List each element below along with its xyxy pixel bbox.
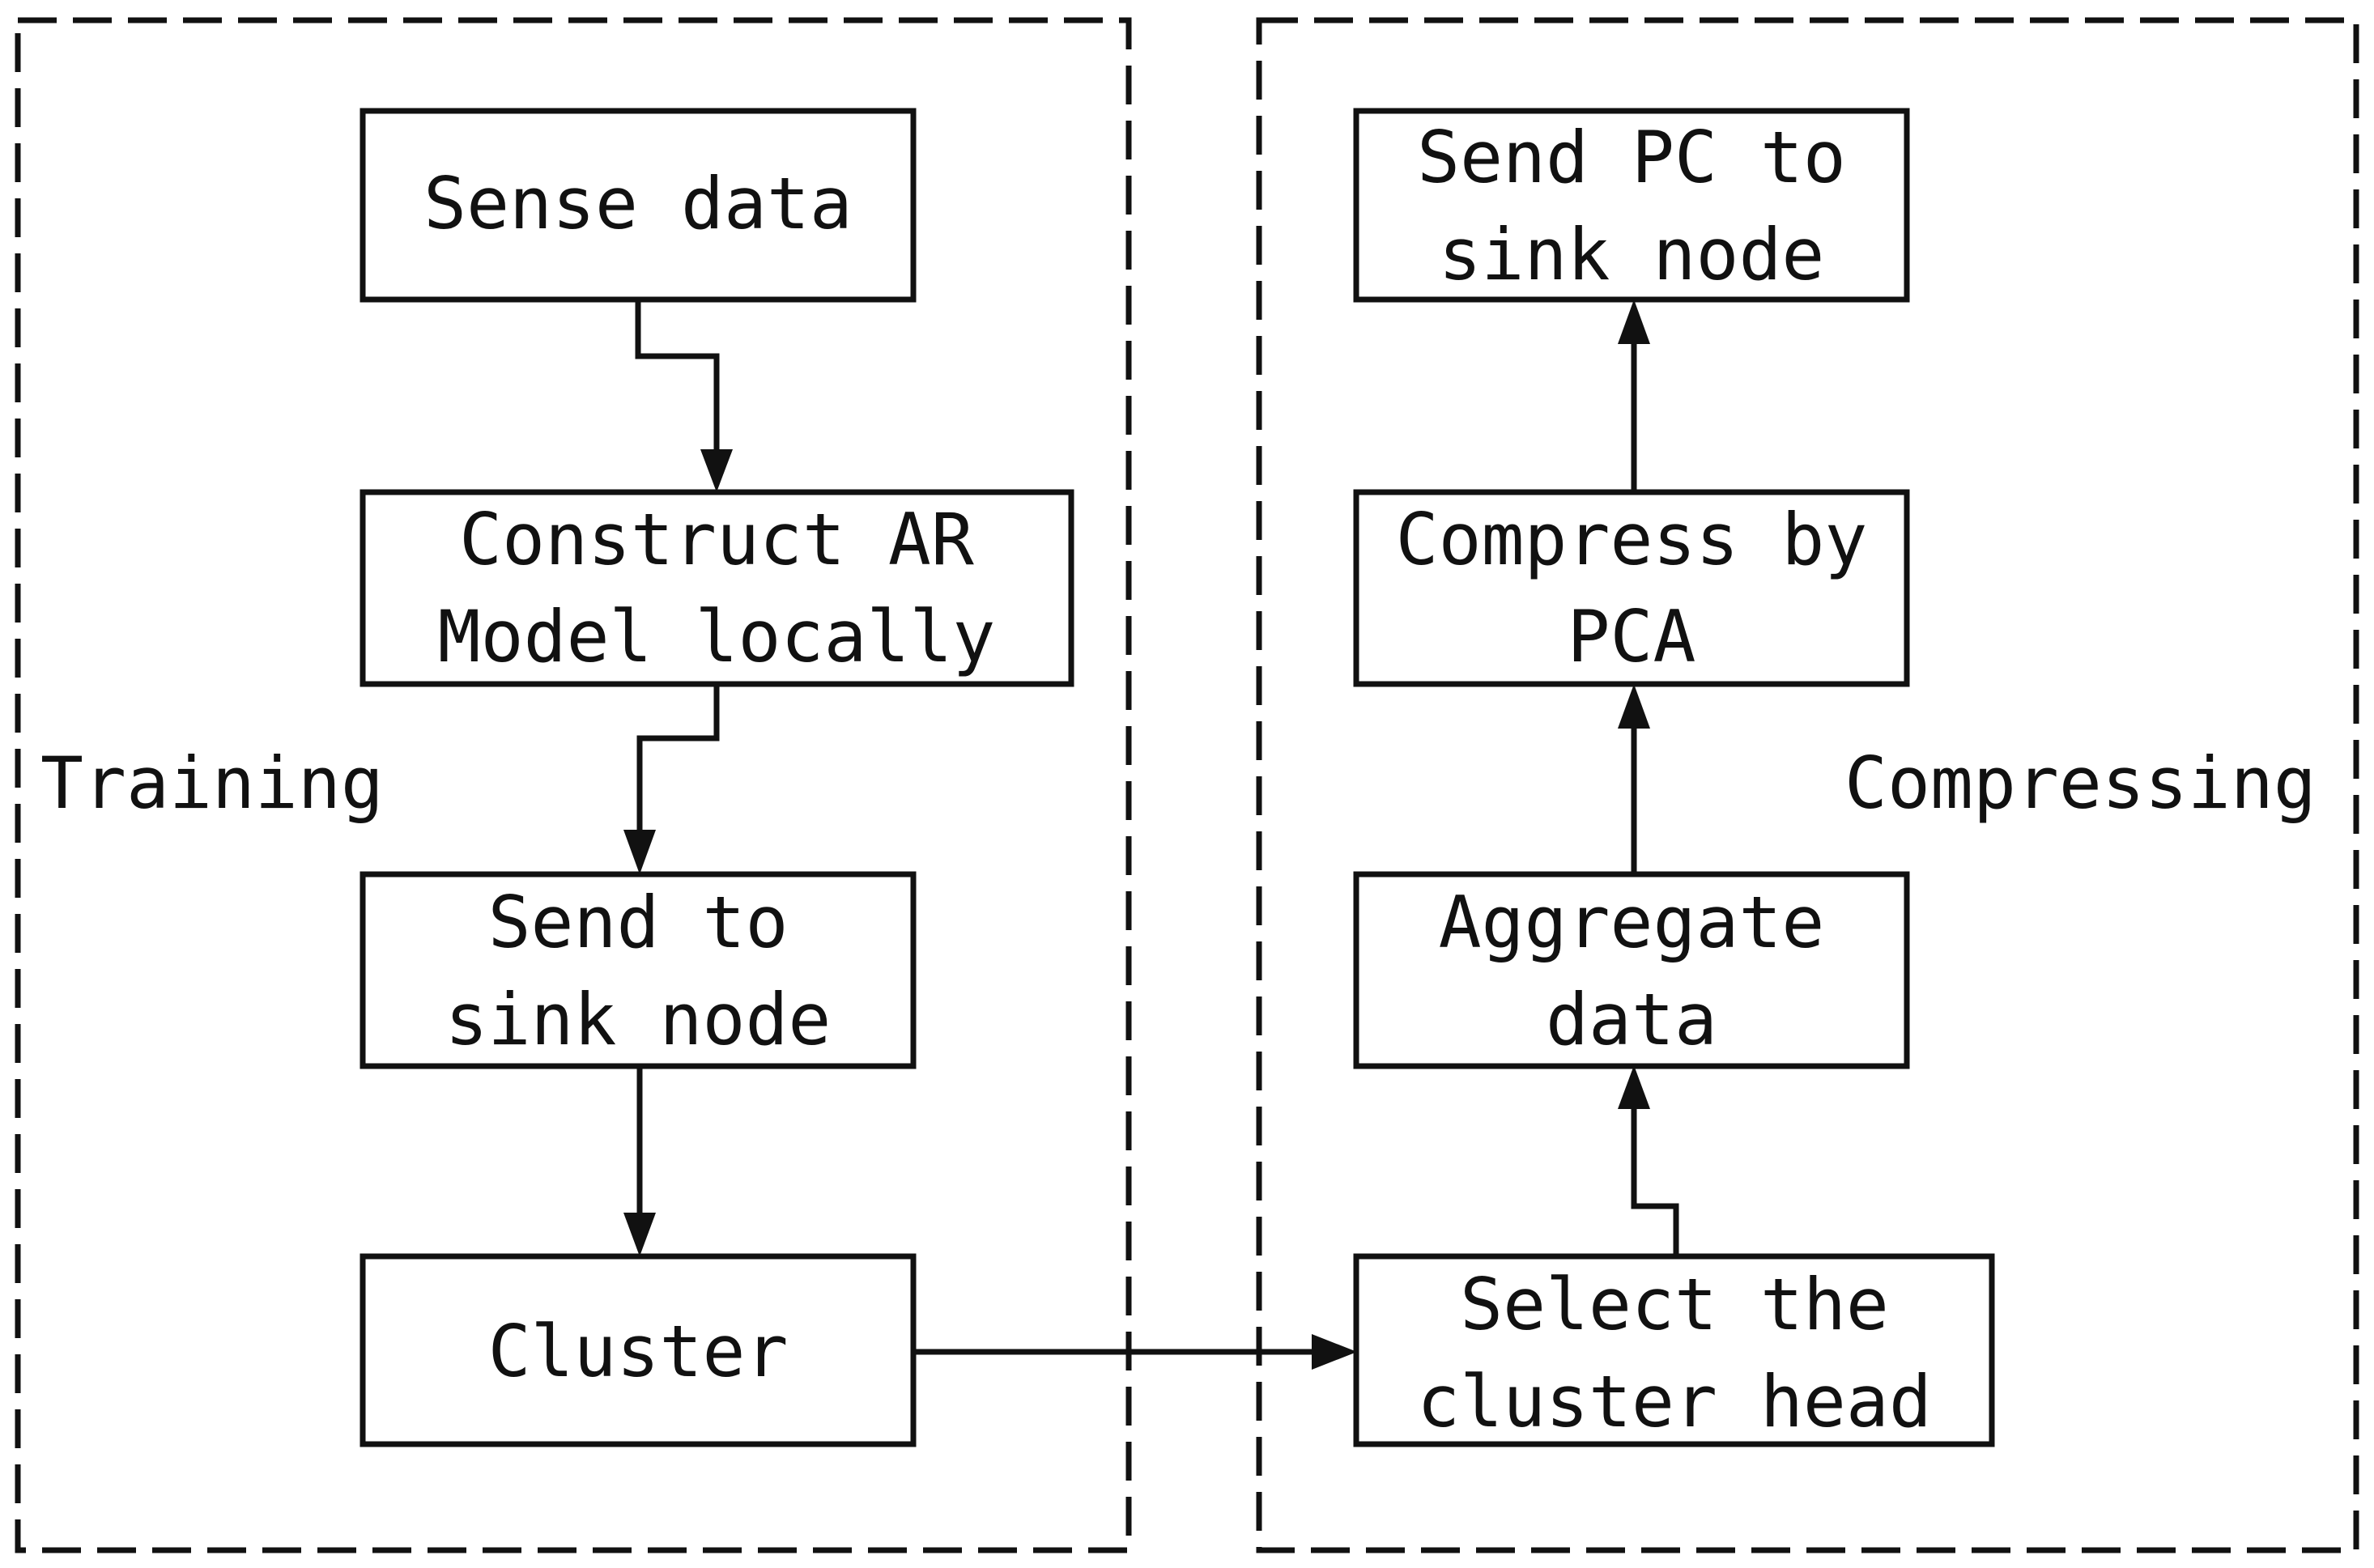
compressing-panel [1256, 17, 2359, 1553]
step-send-pc-to-sink-line2: sink node [1439, 213, 1825, 296]
step-send-to-sink-line2: sink node [445, 978, 832, 1061]
step-select-cluster-head-line1: Select the [1460, 1263, 1889, 1346]
step-cluster-label: Cluster [488, 1310, 789, 1393]
edge-select-to-aggregate [1618, 1065, 1679, 1256]
edge-send-to-cluster [623, 1066, 656, 1256]
step-send-pc-to-sink: Send PC to sink node [1353, 108, 1910, 303]
step-send-pc-to-sink-line1: Send PC to [1417, 116, 1846, 199]
step-sense-data-label: Sense data [423, 162, 853, 245]
step-construct-ar-model-line1: Construct AR [459, 498, 974, 581]
step-compress-by-pca-line1: Compress by [1396, 498, 1868, 581]
training-panel-label: Training [40, 742, 384, 825]
step-send-to-sink: Send to sink node [360, 871, 917, 1069]
step-select-cluster-head-line2: cluster head [1417, 1360, 1932, 1443]
compressing-panel-label: Compressing [1844, 742, 2317, 825]
step-construct-ar-model-line2: Model locally [438, 595, 996, 678]
step-cluster: Cluster [360, 1253, 917, 1447]
step-aggregate-data: Aggregate data [1353, 871, 1910, 1069]
edge-construct-to-send [623, 684, 720, 874]
edge-sense-to-construct [635, 300, 733, 492]
step-sense-data: Sense data [360, 108, 917, 303]
step-select-cluster-head: Select the cluster head [1353, 1253, 1995, 1447]
step-aggregate-data-line2: data [1546, 978, 1717, 1061]
step-aggregate-data-line1: Aggregate [1439, 881, 1825, 964]
step-send-to-sink-line1: Send to [488, 881, 789, 964]
step-compress-by-pca-line2: PCA [1568, 595, 1696, 678]
step-construct-ar-model: Construct AR Model locally [360, 489, 1074, 687]
edge-aggregate-to-compress [1618, 684, 1650, 874]
step-compress-by-pca: Compress by PCA [1353, 489, 1910, 687]
edge-compress-to-sendpc [1618, 300, 1650, 492]
training-panel [15, 17, 1132, 1553]
edge-cluster-to-select [913, 1334, 1357, 1370]
